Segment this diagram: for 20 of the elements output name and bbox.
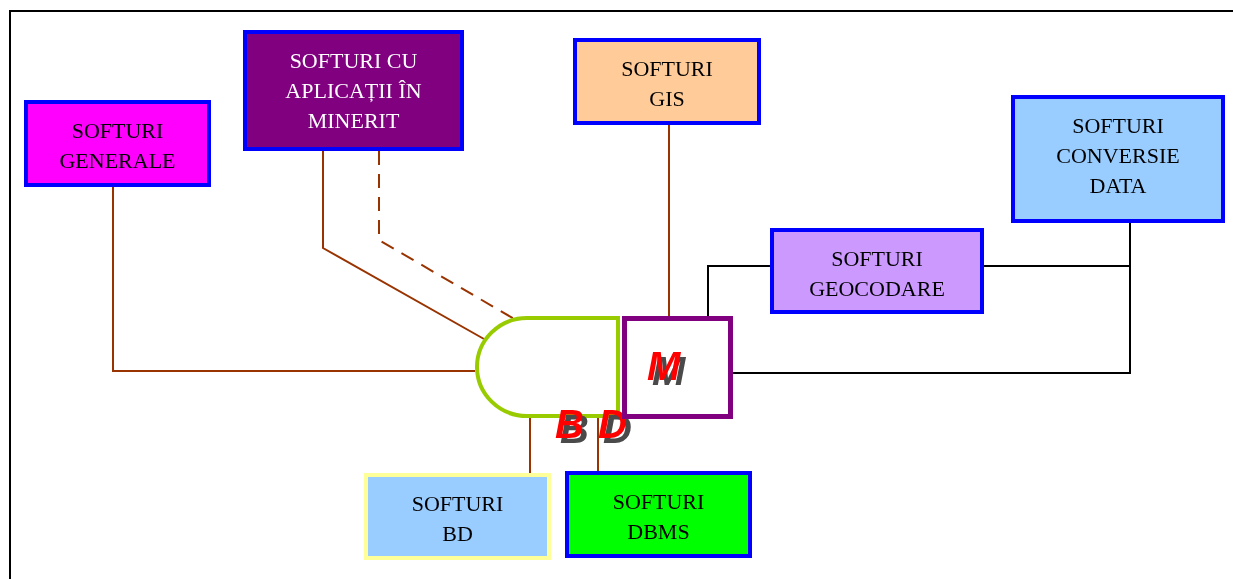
software-box (770, 228, 984, 314)
box-label: SOFTURI CU APLICAȚII ÎN MINERIT (284, 47, 423, 135)
box-label: SOFTURI DBMS (611, 488, 706, 546)
connector-line (707, 265, 771, 317)
software-box (364, 473, 551, 560)
connector-line (112, 186, 476, 372)
connector-line (322, 150, 485, 340)
connector-line (529, 417, 531, 474)
box-label: SOFTURI GENERALE (58, 117, 177, 175)
software-box (573, 38, 761, 125)
box-label: SOFTURI CONVERSIE DATA (1055, 112, 1181, 200)
square-label: M (647, 346, 681, 386)
box-label: SOFTURI GEOCODARE (808, 245, 946, 303)
software-box (24, 100, 211, 187)
box-label: SOFTURI GIS (620, 55, 714, 113)
box-label: SOFTURI BD (410, 490, 505, 548)
software-box (243, 30, 464, 151)
software-box (565, 471, 752, 558)
connector-line (668, 124, 670, 317)
software-box (1011, 95, 1225, 223)
